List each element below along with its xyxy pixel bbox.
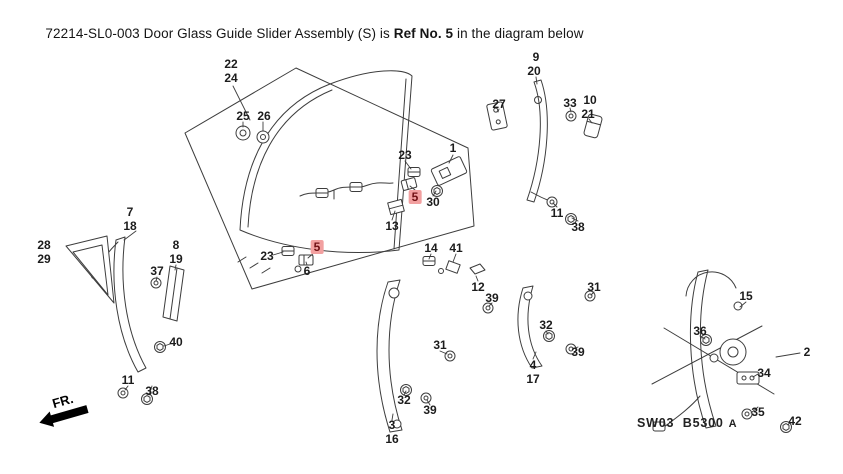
- part-callout-27: 27: [492, 97, 506, 111]
- part-callout-12: 12: [471, 280, 485, 294]
- part-callout-31: 31: [587, 280, 601, 294]
- part-1-plate: [430, 156, 468, 186]
- guide-slider-upper: [400, 177, 418, 191]
- guide-slider-lower: [298, 254, 314, 266]
- rail-4-17: [517, 285, 543, 369]
- part-callout-38: 38: [571, 220, 585, 234]
- frame-outline: [184, 67, 475, 290]
- part-callout-23: 23: [260, 249, 274, 263]
- part-callout-7: 7: [126, 205, 134, 219]
- part-callout-36: 36: [693, 324, 707, 338]
- bracket-34: [736, 371, 760, 385]
- part-callout-33: 33: [563, 96, 577, 110]
- corner-garnish: [65, 235, 115, 304]
- page-title: 72214-SL0-003 Door Glass Guide Slider As…: [30, 11, 584, 56]
- regulator-sector: [685, 271, 737, 297]
- part-callout-6: 6: [303, 264, 311, 278]
- part-callout-16: 16: [385, 432, 399, 446]
- part-callout-4: 4: [529, 358, 537, 372]
- part-27-plate: [486, 101, 508, 131]
- regulator-harness: [663, 395, 701, 428]
- part-callout-32: 32: [397, 393, 411, 407]
- part-callout-32: 32: [539, 318, 553, 332]
- part-description-text: 72214-SL0-003 Door Glass Guide Slider As…: [45, 26, 394, 41]
- part-callout-2: 2: [803, 345, 811, 359]
- part-callout-38: 38: [145, 384, 159, 398]
- part-callout-21: 21: [581, 107, 595, 121]
- part-callout-39: 39: [423, 403, 437, 417]
- part-callout-8: 8: [172, 238, 180, 252]
- part-callout-41: 41: [449, 241, 463, 255]
- part-callout-19: 19: [169, 252, 183, 266]
- part-callout-20: 20: [527, 64, 541, 78]
- part-callout-15: 15: [739, 289, 753, 303]
- part-callout-39: 39: [571, 345, 585, 359]
- part-callout-34: 34: [757, 366, 771, 380]
- channel-7-18: [93, 236, 147, 373]
- part-callout-14: 14: [424, 241, 438, 255]
- part-callout-11: 11: [550, 206, 564, 220]
- part-callout-17: 17: [526, 372, 540, 386]
- part-callout-18: 18: [123, 219, 137, 233]
- sash-9-20: [526, 79, 553, 203]
- part-10-21: [583, 113, 603, 139]
- part-callout-28: 28: [37, 238, 51, 252]
- part-callout-11: 11: [121, 373, 135, 387]
- part-callout-40: 40: [169, 335, 183, 349]
- bracket-12: [469, 263, 486, 275]
- part-callout-10: 10: [583, 93, 597, 107]
- part-callout-31: 31: [433, 338, 447, 352]
- drawing-code: SW03 B5300 A: [637, 416, 737, 430]
- part-callout-13: 13: [385, 219, 399, 233]
- part-callout-35: 35: [751, 405, 765, 419]
- part-callout-25: 25: [236, 109, 250, 123]
- rail-3-16: [376, 279, 403, 433]
- part-callout-3: 3: [388, 418, 396, 432]
- sheet-rev: A: [728, 418, 737, 430]
- part-callout-23: 23: [398, 148, 412, 162]
- ref-callout-5-highlight: 5: [310, 240, 324, 254]
- part-callout-1: 1: [449, 141, 457, 155]
- part-callout-24: 24: [224, 71, 238, 85]
- part-callout-22: 22: [224, 57, 238, 71]
- leader-lines: [123, 76, 801, 426]
- regulator-rail: [689, 269, 717, 429]
- ref-number-text: Ref No. 5: [393, 26, 454, 41]
- title-suffix-text: in the diagram below: [453, 26, 584, 41]
- part-callout-42: 42: [788, 414, 802, 428]
- part-callout-37: 37: [150, 264, 164, 278]
- part-callout-30: 30: [426, 195, 440, 209]
- fr-direction-label: FR.: [51, 391, 75, 411]
- part-13-bracket: [387, 198, 405, 216]
- ref-callout-5-highlight: 5: [408, 190, 422, 204]
- regulator-motor: [719, 338, 747, 366]
- part-callout-26: 26: [257, 109, 271, 123]
- frame-hatch: [237, 256, 271, 274]
- part-callout-29: 29: [37, 252, 51, 266]
- part-callout-39: 39: [485, 291, 499, 305]
- fr-direction-arrow: [39, 405, 89, 427]
- sheet-code-text: SW03 B5300: [637, 416, 724, 430]
- part-callout-9: 9: [532, 50, 540, 64]
